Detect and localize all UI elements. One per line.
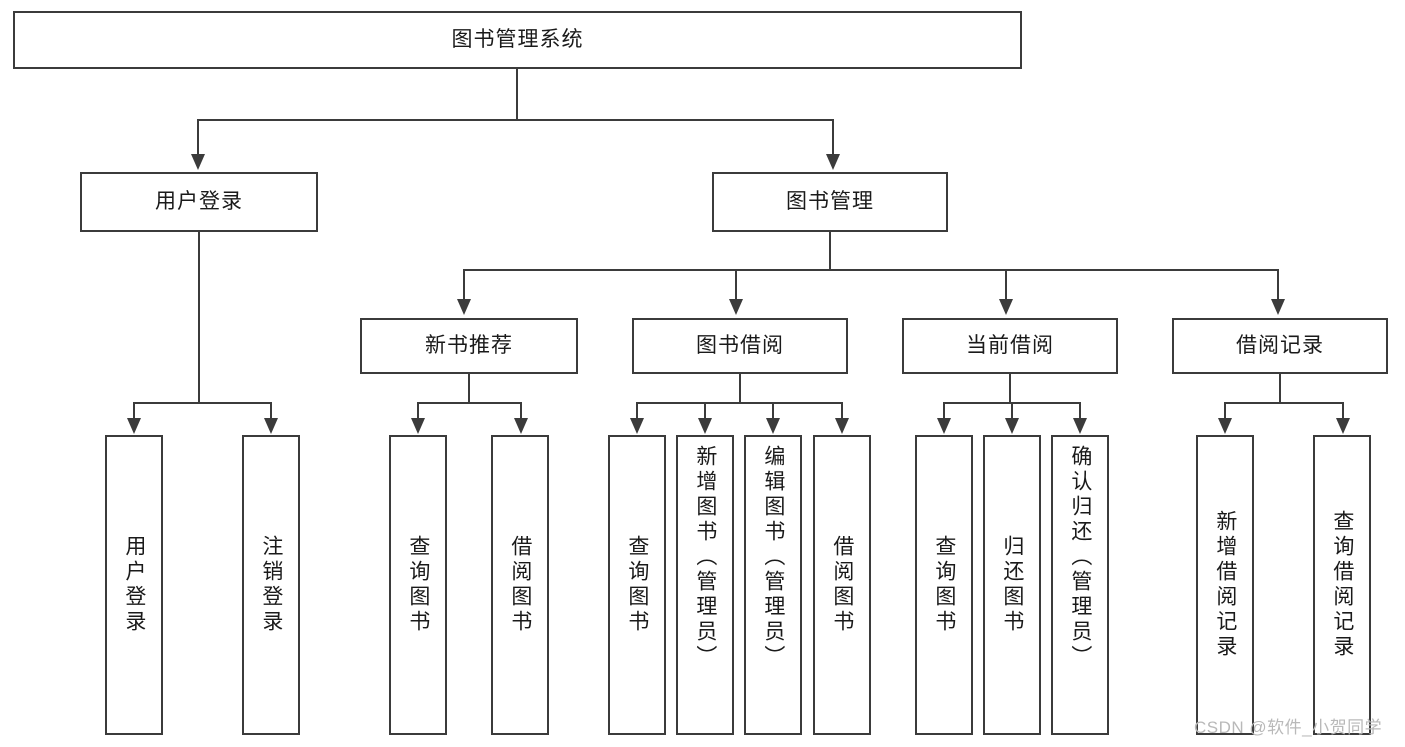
leaf-borrow-book-recommend[interactable]: 借阅图书 <box>491 435 549 735</box>
connector-root-to-book-manage <box>832 119 834 156</box>
leaf-add-borrow-record[interactable]: 新增借阅记录 <box>1196 435 1254 735</box>
connector-drop-current-borrow <box>1005 269 1007 301</box>
leaf-label: 注销登录 <box>259 535 283 635</box>
csdn-watermark: CSDN @软件_小贺同学 <box>1194 718 1383 737</box>
connector-drop-new-book <box>463 269 465 301</box>
arrowhead-book-manage <box>826 154 840 170</box>
node-borrow-record[interactable]: 借阅记录 <box>1172 318 1388 374</box>
leaf-query-borrow-record[interactable]: 查询借阅记录 <box>1313 435 1371 735</box>
connector-root-stem <box>516 69 518 120</box>
leaf-query-book-borrow[interactable]: 查询图书 <box>608 435 666 735</box>
arrowhead-book-borrow-leaf-1 <box>630 418 644 434</box>
leaf-label: 借阅图书 <box>830 535 854 635</box>
node-label: 图书借阅 <box>696 333 784 357</box>
connector-borrow-record-stem <box>1279 374 1281 403</box>
connector-book-borrow-bus <box>636 402 841 404</box>
arrowhead-book-borrow-leaf-4 <box>835 418 849 434</box>
node-current-borrow[interactable]: 当前借阅 <box>902 318 1118 374</box>
connector-user-login-drop-1 <box>133 402 135 420</box>
arrowhead-book-borrow <box>729 299 743 315</box>
connector-borrow-record-drop-1 <box>1224 402 1226 420</box>
arrowhead-borrow-record <box>1271 299 1285 315</box>
leaf-return-book[interactable]: 归还图书 <box>983 435 1041 735</box>
leaf-label: 用户登录 <box>122 535 146 635</box>
leaf-label: 新增借阅记录 <box>1213 510 1237 660</box>
node-label: 借阅记录 <box>1236 333 1324 357</box>
connector-book-borrow-drop-2 <box>704 402 706 420</box>
connector-book-manage-stem <box>829 232 831 271</box>
arrowhead-new-book-leaf-2 <box>514 418 528 434</box>
leaf-logout[interactable]: 注销登录 <box>242 435 300 735</box>
leaf-edit-book-admin[interactable]: 编辑图书（管理员） <box>744 435 802 735</box>
connector-new-book-bus <box>417 402 520 404</box>
connector-root-to-user-login <box>197 119 199 156</box>
leaf-label: 借阅图书 <box>508 535 532 635</box>
connector-book-borrow-stem <box>739 374 741 403</box>
leaf-label: 确认归还（管理员） <box>1068 445 1092 670</box>
connector-drop-borrow-record <box>1277 269 1279 301</box>
connector-user-login-drop-2 <box>270 402 272 420</box>
node-root-library-system[interactable]: 图书管理系统 <box>13 11 1022 69</box>
connector-user-login-bus <box>133 402 270 404</box>
leaf-label: 新增图书（管理员） <box>693 445 717 670</box>
arrowhead-new-book-leaf-1 <box>411 418 425 434</box>
leaf-label: 归还图书 <box>1000 535 1024 635</box>
connector-drop-book-borrow <box>735 269 737 301</box>
arrowhead-current-borrow-leaf-1 <box>937 418 951 434</box>
leaf-label: 查询图书 <box>932 535 956 635</box>
arrowhead-book-borrow-leaf-2 <box>698 418 712 434</box>
node-book-borrow[interactable]: 图书借阅 <box>632 318 848 374</box>
node-book-management[interactable]: 图书管理 <box>712 172 948 232</box>
node-new-book-recommend[interactable]: 新书推荐 <box>360 318 578 374</box>
arrowhead-current-borrow-leaf-2 <box>1005 418 1019 434</box>
node-label: 当前借阅 <box>966 333 1054 357</box>
connector-book-borrow-drop-1 <box>636 402 638 420</box>
connector-book-borrow-drop-3 <box>772 402 774 420</box>
connector-borrow-record-drop-2 <box>1342 402 1344 420</box>
connector-new-book-stem <box>468 374 470 403</box>
leaf-label: 查询借阅记录 <box>1330 510 1354 660</box>
node-user-login[interactable]: 用户登录 <box>80 172 318 232</box>
leaf-query-book-current[interactable]: 查询图书 <box>915 435 973 735</box>
connector-borrow-record-bus <box>1224 402 1342 404</box>
node-label: 图书管理系统 <box>451 27 584 51</box>
connector-current-borrow-drop-1 <box>943 402 945 420</box>
connector-book-borrow-drop-4 <box>841 402 843 420</box>
connector-current-borrow-drop-2 <box>1011 402 1013 420</box>
arrowhead-new-book-recommend <box>457 299 471 315</box>
arrowhead-current-borrow-leaf-3 <box>1073 418 1087 434</box>
arrowhead-book-borrow-leaf-3 <box>766 418 780 434</box>
leaf-query-book-recommend[interactable]: 查询图书 <box>389 435 447 735</box>
connector-user-login-stem <box>198 232 200 403</box>
leaf-confirm-return-admin[interactable]: 确认归还（管理员） <box>1051 435 1109 735</box>
arrowhead-leaf-logout <box>264 418 278 434</box>
connector-new-book-drop-2 <box>520 402 522 420</box>
node-label: 新书推荐 <box>425 333 513 357</box>
connector-root-bus <box>197 119 834 121</box>
arrowhead-user-login <box>191 154 205 170</box>
node-label: 图书管理 <box>786 189 874 213</box>
connector-current-borrow-stem <box>1009 374 1011 403</box>
arrowhead-current-borrow <box>999 299 1013 315</box>
leaf-add-book-admin[interactable]: 新增图书（管理员） <box>676 435 734 735</box>
connector-current-borrow-drop-3 <box>1079 402 1081 420</box>
arrowhead-leaf-user-login <box>127 418 141 434</box>
node-label: 用户登录 <box>155 189 243 213</box>
arrowhead-borrow-record-leaf-2 <box>1336 418 1350 434</box>
connector-new-book-drop-1 <box>417 402 419 420</box>
leaf-borrow-book[interactable]: 借阅图书 <box>813 435 871 735</box>
leaf-label: 编辑图书（管理员） <box>761 445 785 670</box>
arrowhead-borrow-record-leaf-1 <box>1218 418 1232 434</box>
leaf-user-login[interactable]: 用户登录 <box>105 435 163 735</box>
leaf-label: 查询图书 <box>406 535 430 635</box>
leaf-label: 查询图书 <box>625 535 649 635</box>
connector-level3-bus <box>463 269 1279 271</box>
